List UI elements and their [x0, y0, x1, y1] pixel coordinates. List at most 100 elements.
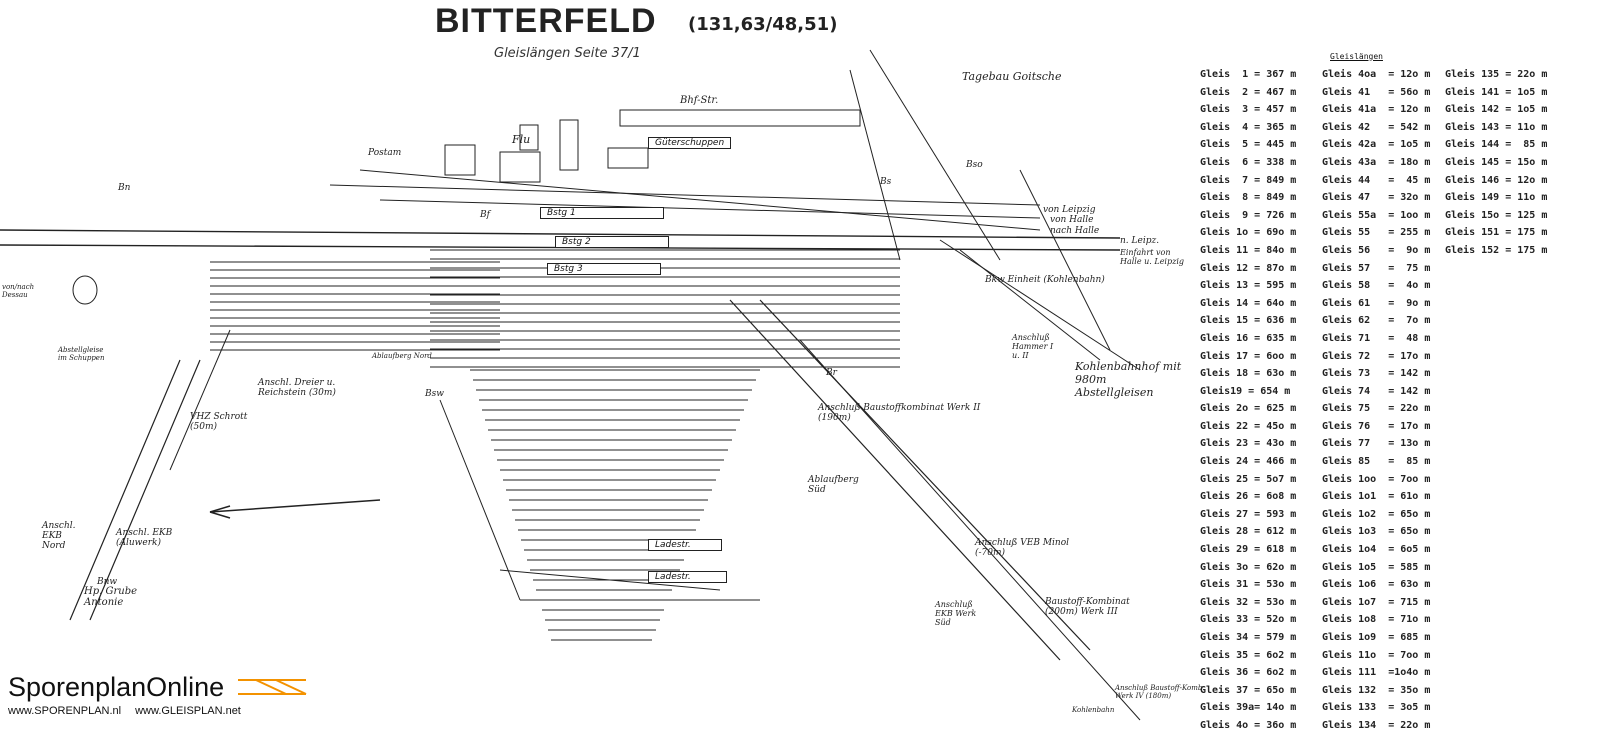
track-line [759, 299, 1091, 651]
label-dessau: von/nach Dessau [2, 283, 35, 299]
track-length-row: Gleis 144 = 85 m [1445, 139, 1548, 151]
track-length-row: Gleis 17 = 6oo m [1200, 350, 1297, 362]
label-nach-halle: nach Halle [1050, 226, 1100, 236]
track-line [799, 339, 1141, 721]
track-length-row: Gleis 75 = 22o m [1322, 403, 1431, 415]
track-length-row: Gleis 132 = 35o m [1322, 684, 1431, 696]
track-length-row: Gleis 4o = 36o m [1200, 719, 1297, 731]
track-length-row: Gleis 56 = 9o m [1322, 244, 1431, 256]
building [619, 109, 861, 127]
track-length-row: Gleis 35 = 6o2 m [1200, 649, 1297, 661]
label-bhf-str: Bhf-Str. [680, 95, 719, 106]
label-postam: Postam [368, 148, 402, 158]
signal-box-bn: Bn [118, 183, 131, 193]
track-length-row: Gleis 62 = 7o m [1322, 315, 1431, 327]
label-vhz: VHZ Schrott (50m) [190, 412, 248, 432]
track-length-row: Gleis 25 = 5o7 m [1200, 473, 1297, 485]
logo-url-1: www.SPORENPLAN.nl [8, 705, 122, 717]
label-hammer: Anschluß Hammer I u. II [1012, 333, 1054, 360]
track-length-row: Gleis 135 = 22o m [1445, 69, 1548, 80]
track-length-row: Gleis19 = 654 m [1200, 385, 1291, 397]
track-length-row: Gleis 3 = 457 m [1200, 104, 1297, 116]
track-length-row: Gleis 72 = 17o m [1322, 350, 1431, 362]
track-length-row: Gleis 42 = 542 m [1322, 121, 1431, 133]
track-length-row: Gleis 28 = 612 m [1200, 526, 1297, 538]
track-length-row: Gleis 85 = 85 m [1322, 456, 1431, 468]
track-line [169, 329, 231, 471]
track-length-row: Gleis 7 = 849 m [1200, 174, 1297, 186]
label-von-leipzig: von Leipzig [1043, 205, 1096, 215]
label-gueterschuppen: Güterschuppen [648, 137, 732, 149]
label-kohlenbahn: Kohlenbahn [1072, 706, 1115, 714]
track-line [439, 399, 521, 601]
track-length-row: Gleis 1o8 = 71o m [1322, 614, 1431, 626]
track-length-row: Gleis 74 = 142 m [1322, 385, 1431, 397]
track-length-row: Gleis 16 = 635 m [1200, 332, 1297, 344]
track-length-row: Gleis 41a = 12o m [1322, 104, 1431, 116]
track-line [959, 249, 1101, 361]
track-length-row: Gleis 27 = 593 m [1200, 508, 1297, 520]
track-length-row: Gleis 2 = 467 m [1200, 86, 1297, 98]
label-grube: Hp. Grube Antonie [84, 586, 138, 608]
track-length-row: Gleis 111 =1o4o m [1322, 667, 1431, 679]
label-ablaufberg-nord: Ablaufberg Nord [372, 352, 432, 360]
label-bstg2: Bstg 2 [555, 236, 669, 248]
track-length-row: Gleis 142 = 1o5 m [1445, 104, 1548, 116]
track-line [69, 359, 181, 621]
track-length-row: Gleis 149 = 11o m [1445, 192, 1548, 204]
track-line [1019, 169, 1111, 351]
turntable-icon [72, 275, 98, 305]
signal-box-bnw: Bnw [97, 577, 118, 587]
track-length-row: Gleis 31 = 53o m [1200, 579, 1297, 591]
track-length-row: Gleis 77 = 13o m [1322, 438, 1431, 450]
label-tagebau: Tagebau Goitsche [962, 70, 1062, 83]
track-length-row: Gleis 133 = 3o5 m [1322, 702, 1431, 714]
label-baustoff2: Anschluß Baustoffkombinat Werk II (190m) [818, 403, 981, 423]
station-title: BITTERFELD [435, 2, 657, 40]
table-header: Gleislängen [1330, 52, 1383, 61]
track-length-row: Gleis 151 = 175 m [1445, 227, 1548, 239]
track-length-row: Gleis 33 = 52o m [1200, 614, 1297, 626]
track-line [499, 569, 721, 591]
track-length-row: Gleis 15o = 125 m [1445, 209, 1548, 221]
track-length-row: Gleis 41 = 56o m [1322, 86, 1431, 98]
label-ekb-nord: Anschl. EKB Nord [42, 521, 76, 551]
signal-box-bs: Bs [880, 177, 892, 187]
track-length-row: Gleis 44 = 45 m [1322, 174, 1431, 186]
track-length-row: Gleis 55a = 1oo m [1322, 209, 1431, 221]
page-subtitle: Gleislängen Seite 37/1 [494, 46, 641, 61]
signal-box-bsw: Bsw [425, 389, 444, 399]
track-length-row: Gleis 1o1 = 61o m [1322, 491, 1431, 503]
label-bstg3: Bstg 3 [547, 263, 661, 275]
track-length-row: Gleis 58 = 4o m [1322, 280, 1431, 292]
track-length-row: Gleis 22 = 45o m [1200, 420, 1297, 432]
logo-name: SporenplanOnline [8, 672, 225, 702]
label-von-halle: von Halle [1050, 215, 1094, 225]
track-length-row: Gleis 1oo = 7oo m [1322, 473, 1431, 485]
track-length-row: Gleis 23 = 43o m [1200, 438, 1297, 450]
track-length-row: Gleis 34 = 579 m [1200, 632, 1297, 643]
label-minol: Anschluß VEB Minol (-70m) [975, 538, 1070, 558]
track-length-row: Gleis 1o = 69o m [1200, 227, 1297, 239]
track-length-row: Gleis 134 = 22o m [1322, 719, 1431, 731]
label-bstg1: Bstg 1 [540, 207, 664, 219]
track-length-row: Gleis 71 = 48 m [1322, 332, 1431, 344]
track-length-row: Gleis 9 = 726 m [1200, 209, 1297, 221]
track-length-row: Gleis 1o6 = 63o m [1322, 579, 1431, 591]
track-length-row: Gleis 1o7 = 715 m [1322, 596, 1431, 608]
label-einfahrt: Einfahrt von Halle u. Leipzig [1120, 248, 1184, 266]
track-line [89, 359, 201, 621]
label-baustoff4: Anschluß Baustoff-Komb. Werk IV (180m) [1115, 684, 1205, 700]
track-length-row: Gleis 26 = 6o8 m [1200, 491, 1297, 503]
track-length-row: Gleis 18 = 63o m [1200, 368, 1297, 380]
label-flu: Flu [512, 133, 531, 146]
track-length-row: Gleis 55 = 255 m [1322, 227, 1431, 239]
track-length-row: Gleis 36 = 6o2 m [1200, 667, 1297, 679]
track-length-row: Gleis 1o9 = 685 m [1322, 632, 1431, 643]
building [499, 151, 541, 183]
track-length-row: Gleis 61 = 9o m [1322, 297, 1431, 309]
building [559, 119, 579, 171]
station-code: (131,63/48,51) [688, 14, 838, 35]
